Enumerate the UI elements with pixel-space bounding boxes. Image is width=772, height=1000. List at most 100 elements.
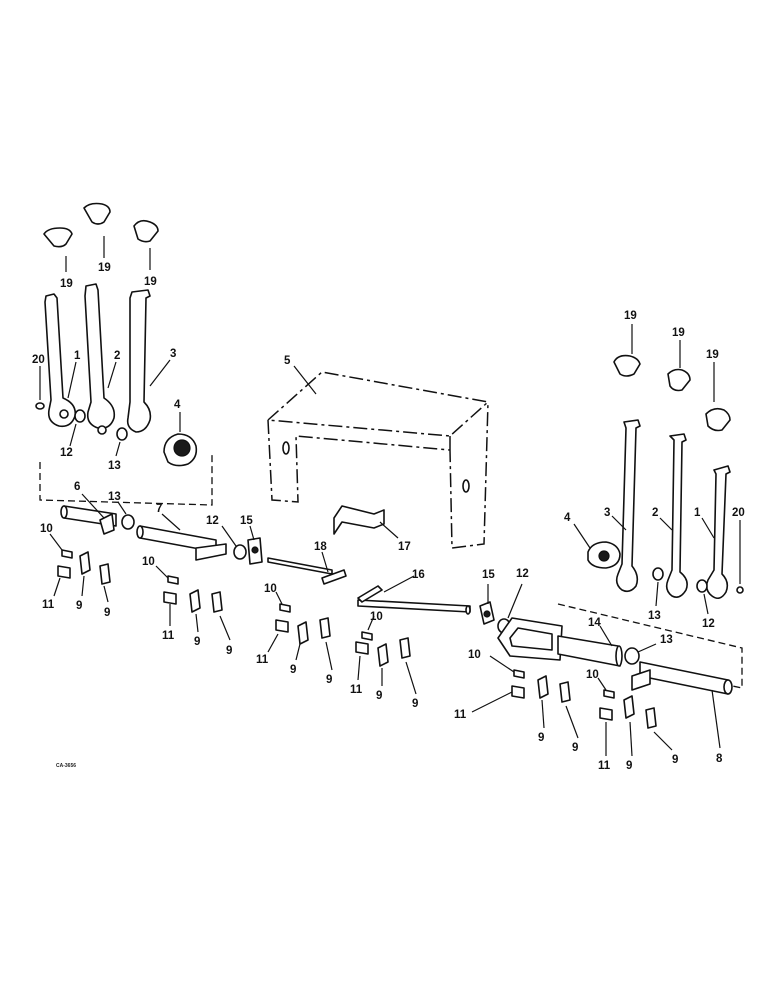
callout-19: 19 (60, 278, 73, 290)
leader-2-l (107, 361, 117, 389)
callout-13: 13 (108, 460, 121, 472)
clip-9-j (559, 681, 571, 703)
callout-19: 19 (98, 262, 111, 274)
key-20-left (35, 402, 45, 410)
clip-9-a (79, 551, 91, 575)
cover-5-hole-right (462, 479, 470, 493)
knob-left-1 (43, 227, 73, 248)
shaft-14 (557, 635, 621, 667)
clip-9-d (211, 591, 223, 613)
leader-16 (383, 575, 415, 593)
pin-11-c (275, 619, 289, 633)
pin-11-b (163, 591, 177, 605)
plate-15-right-hole (483, 610, 491, 618)
leader-11-c (267, 633, 279, 653)
callout-15: 15 (240, 515, 253, 527)
knob-right-2 (667, 368, 691, 392)
callout-9: 9 (76, 600, 82, 612)
callout-5: 5 (284, 355, 291, 367)
callout-11: 11 (454, 709, 467, 721)
callout-19: 19 (144, 276, 157, 288)
callout-3: 3 (170, 348, 176, 360)
leader-1-r (701, 517, 715, 539)
leader-11-e (471, 691, 513, 713)
bushing-13-right (652, 567, 664, 581)
callout-3: 3 (604, 507, 610, 519)
lever-1-left (44, 293, 77, 428)
lever-2-left-hub (97, 425, 107, 435)
bracket-4-left-boss (173, 439, 191, 457)
callout-2: 2 (114, 350, 120, 362)
pin-10-c (279, 603, 291, 613)
clip-9-f (319, 617, 331, 639)
clip-9-e (297, 621, 309, 645)
washer-13-right (624, 647, 640, 665)
leader-11-d (357, 655, 361, 681)
knob-right-3 (705, 407, 731, 432)
leader-13-l2 (117, 501, 127, 515)
callout-20: 20 (732, 507, 745, 519)
callout-10: 10 (468, 649, 481, 661)
callout-12: 12 (702, 618, 715, 630)
leader-7 (161, 513, 181, 531)
cover-5-hole-left (282, 441, 290, 455)
callout-13: 13 (648, 610, 661, 622)
leader-5 (293, 365, 317, 395)
callout-11: 11 (350, 684, 363, 696)
leader-11-a (53, 577, 61, 597)
callout-11: 11 (162, 630, 175, 642)
leader-8 (711, 689, 721, 749)
rod-18 (267, 557, 333, 575)
pin-10-f (603, 689, 615, 699)
callout-11: 11 (42, 599, 55, 611)
leader-15-l (249, 525, 255, 541)
leader-10-f (597, 677, 607, 691)
callout-12: 12 (206, 515, 219, 527)
bushing-12-right (696, 579, 708, 593)
callout-7: 7 (156, 503, 162, 515)
pin-11-a (57, 565, 71, 579)
leader-9-f (325, 641, 333, 671)
bracket-4-right-boss (598, 550, 610, 562)
shaft-6-arm (99, 513, 115, 535)
bushing-13-left (116, 427, 128, 441)
callout-9: 9 (226, 645, 232, 657)
knob-left-3 (133, 219, 159, 243)
callout-18: 18 (314, 541, 327, 553)
pin-11-f (599, 707, 613, 721)
leader-3-l (149, 359, 171, 387)
pin-10-e (513, 669, 525, 679)
pin-10-a (61, 549, 73, 559)
callout-13: 13 (660, 634, 673, 646)
callout-11: 11 (598, 760, 611, 772)
callout-9: 9 (626, 760, 632, 772)
shaft-7-end (136, 525, 144, 539)
leader-18 (321, 551, 329, 573)
callout-9: 9 (538, 732, 544, 744)
left-shafts (60, 505, 263, 565)
callout-1: 1 (74, 350, 81, 362)
leader-3-r (611, 515, 627, 531)
lever-2-right (665, 433, 688, 598)
callout-13: 13 (108, 491, 121, 503)
shaft-8 (639, 661, 729, 695)
leader-2-r (659, 517, 673, 531)
drawing-code: CA-3656 (56, 763, 76, 769)
leader-4-r (573, 523, 591, 549)
leader-6 (81, 493, 105, 519)
leader-10-a (49, 533, 63, 551)
callout-20: 20 (32, 354, 45, 366)
shaft-8-end (723, 679, 733, 695)
clip-9-g (377, 643, 389, 667)
lever-3-right (615, 419, 641, 593)
leader-10-c (275, 591, 283, 605)
callout-9: 9 (572, 742, 578, 754)
callout-8: 8 (716, 753, 723, 765)
leader-lines (39, 236, 741, 757)
leader-9-i (541, 699, 545, 729)
callout-19: 19 (706, 349, 719, 361)
leader-9-l (653, 731, 673, 751)
callout-17: 17 (398, 541, 411, 553)
